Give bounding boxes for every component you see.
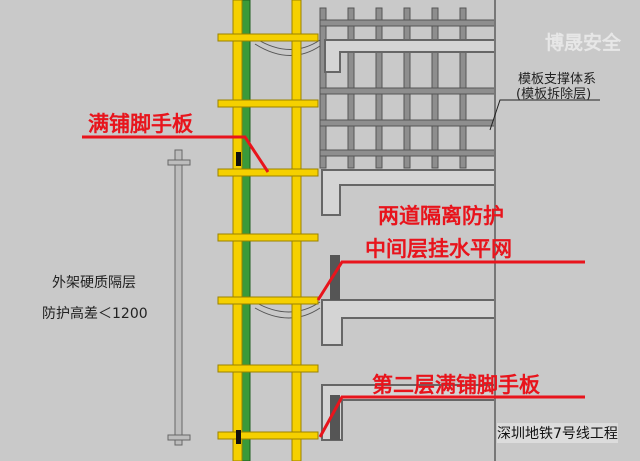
formwork-support-system — [319, 7, 496, 169]
right-yellow-pole — [291, 0, 302, 461]
label-middle-net: 中间层挂水平网 — [365, 237, 512, 261]
floor-slabs — [321, 39, 496, 441]
label-outer-hard-layer: 外架硬质隔层 — [52, 275, 136, 291]
green-pole — [241, 0, 251, 461]
outer-hard-layer-pole — [167, 149, 191, 446]
ledgers — [217, 33, 319, 440]
safety-nets — [254, 37, 321, 319]
label-height-diff: 防护高差＜1200 — [42, 306, 148, 322]
source-caption: 深圳地铁7号线工程 — [497, 423, 618, 443]
label-formwork-removed: (模板拆除层) — [516, 87, 592, 102]
label-formwork-system: 模板支撑体系 — [518, 72, 597, 87]
label-two-isolation: 两道隔离防护 — [378, 204, 504, 228]
left-yellow-pole — [232, 0, 243, 461]
watermark: 博晟安全 — [545, 32, 622, 54]
label-full-planks: 满铺脚手板 — [88, 112, 193, 136]
label-second-floor-planks: 第二层满铺脚手板 — [372, 373, 540, 397]
leader-lines — [82, 135, 585, 438]
